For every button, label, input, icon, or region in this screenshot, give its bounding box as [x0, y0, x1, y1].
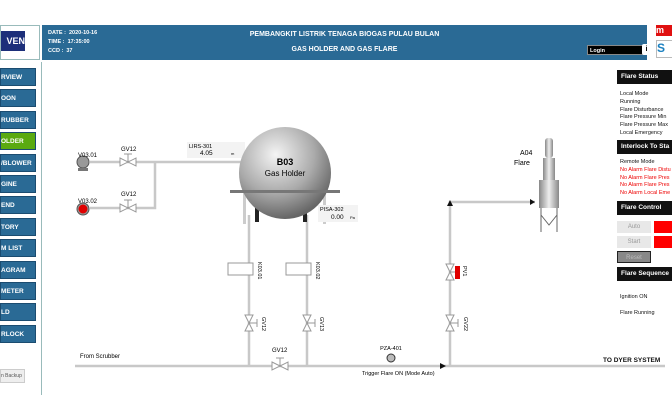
- gv22-label: GV22: [462, 317, 468, 331]
- lirs-value: 4.05: [200, 150, 213, 157]
- valve-icon[interactable]: [244, 314, 258, 332]
- interlock-header: Interlock To Sta: [617, 140, 672, 154]
- time-readout: TIME : 17:35:00: [48, 39, 90, 45]
- valve-icon[interactable]: [445, 263, 459, 281]
- nav-item[interactable]: AGRAM: [0, 260, 36, 279]
- valve-icon[interactable]: [302, 314, 316, 332]
- lirs-301-box: [187, 142, 245, 158]
- pza-401-indicator[interactable]: [386, 353, 396, 363]
- login-input[interactable]: Login: [587, 45, 649, 55]
- lirs-label: LIRS-301: [189, 144, 212, 150]
- date-readout: DATE : 2020-10-16: [48, 30, 98, 36]
- auto-button[interactable]: Auto: [617, 221, 651, 233]
- lirs-unit: m: [231, 151, 235, 156]
- flare-id: A04: [520, 150, 533, 157]
- flare-stack[interactable]: [539, 138, 559, 232]
- valve-icon[interactable]: [119, 153, 137, 167]
- stop-button[interactable]: [654, 236, 672, 248]
- flare_status-item: Flare Pressure Min: [620, 114, 667, 121]
- nav-item[interactable]: RUBBER: [0, 110, 36, 129]
- header-bar: DATE : 2020-10-16 TIME : 17:35:00 CCD : …: [42, 25, 651, 60]
- interlock-item: Remote Mode: [620, 159, 655, 165]
- start-button[interactable]: Start: [617, 236, 651, 248]
- pipes: [75, 160, 665, 368]
- flare_status-item: Flare Pressure Max: [620, 122, 668, 129]
- valve-icon[interactable]: [271, 357, 289, 371]
- nav-item[interactable]: /BLOWER: [0, 153, 36, 172]
- k1-label: K03.01: [256, 262, 262, 279]
- pza-label: PZA-401: [380, 346, 402, 352]
- nav-item[interactable]: TORY: [0, 217, 36, 236]
- nav-item[interactable]: OLDER: [0, 132, 36, 151]
- brand-logo-m: m: [656, 25, 672, 36]
- flare-control-header: Flare Control: [617, 201, 672, 215]
- nav-item[interactable]: OON: [0, 89, 36, 108]
- flow-arrows: [440, 199, 535, 369]
- pump1-label: V03.01: [78, 153, 98, 159]
- nav-item[interactable]: LD: [0, 303, 36, 322]
- gv12-label-2: GV12: [121, 192, 137, 198]
- company-logo: VEN: [0, 25, 40, 60]
- flare_status-item: Local Emergency: [620, 130, 663, 136]
- gv13-label: GV13: [318, 317, 324, 331]
- backup-button[interactable]: n Backup: [0, 369, 25, 383]
- valve-icon[interactable]: [119, 199, 137, 213]
- sidebar-nav: RVIEW OON RUBBER OLDER/BLOWER GINE END TORY M L…: [0, 62, 42, 395]
- interlock-item: No Alarm Flare Pres: [620, 174, 670, 181]
- brand-logo-s: S: [656, 40, 672, 58]
- gv12-label-3: GV12: [272, 348, 288, 354]
- nav-item[interactable]: END: [0, 196, 36, 215]
- manual-button[interactable]: [654, 221, 672, 233]
- k03-02-box[interactable]: [285, 262, 312, 276]
- page-subtitle: GAS HOLDER AND GAS FLARE: [291, 46, 398, 53]
- holder-id: B03: [277, 157, 294, 167]
- flare_status-item: Flare Disturbance: [620, 106, 664, 113]
- nav-item[interactable]: M LIST: [0, 239, 36, 258]
- flare-status-header: Flare Status: [617, 70, 672, 84]
- ccd-readout: CCD : 37: [48, 48, 73, 54]
- nav-item[interactable]: METER: [0, 282, 36, 300]
- nav-item[interactable]: RLOCK: [0, 324, 36, 343]
- info-icon[interactable]: i: [642, 44, 651, 55]
- gv12-label-1: GV12: [121, 147, 137, 153]
- k03-01-box[interactable]: [227, 262, 254, 276]
- nav-item[interactable]: GINE: [0, 175, 36, 193]
- flare_sequence-item: Flare Running: [620, 310, 655, 316]
- pisa-302-box: [318, 205, 358, 222]
- flare-name: Flare: [514, 160, 530, 167]
- pisa-value: 0.00: [331, 214, 344, 221]
- pump-v03-02[interactable]: [76, 202, 90, 216]
- holder-name: Gas Holder: [265, 169, 306, 178]
- flare_status-item: Local Mode: [620, 91, 649, 97]
- interlock-item: No Alarm Flare Distu: [620, 166, 671, 173]
- from-scrubber-label: From Scrubber: [80, 354, 120, 360]
- flare-sequence-header: Flare Sequence: [617, 267, 672, 281]
- to-dyer-label: TO DYER SYSTEM: [603, 357, 660, 364]
- trigger-text: Trigger Flare ON (Mode Auto): [362, 371, 435, 377]
- pisa-unit: Pa: [350, 215, 356, 220]
- pump2-label: V03.02: [78, 199, 98, 205]
- gas-holder[interactable]: [230, 127, 340, 224]
- interlock-item: No Alarm Flare Pres: [620, 182, 670, 189]
- pump-v03-01[interactable]: [76, 155, 90, 171]
- gv12-label-v: GV12: [260, 317, 266, 331]
- flare_status-item: Running: [620, 98, 641, 105]
- valve-icon[interactable]: [445, 314, 459, 332]
- nav-item[interactable]: RVIEW: [0, 68, 36, 86]
- pv1-status: [455, 266, 460, 279]
- pv1-label: PV1: [461, 266, 467, 276]
- pisa-label: PISA-302: [320, 207, 344, 213]
- interlock-item: No Alarm Local Eme: [620, 190, 671, 197]
- k2-label: K03.02: [314, 262, 320, 279]
- flare_sequence-item: Ignition ON: [620, 294, 648, 300]
- reset-button[interactable]: Reset: [617, 251, 651, 263]
- page-title: PEMBANGKIT LISTRIK TENAGA BIOGAS PULAU B…: [249, 31, 440, 38]
